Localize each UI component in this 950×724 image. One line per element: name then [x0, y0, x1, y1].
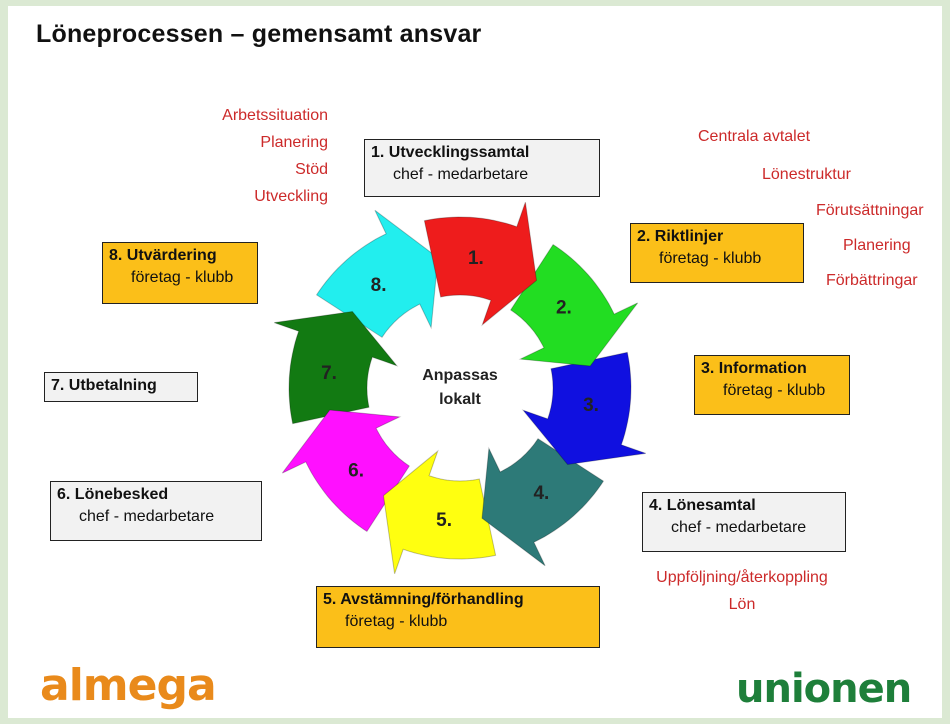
step-7-title: 7. Utbetalning — [51, 377, 157, 394]
step-8-title: 8. Utvärdering — [109, 247, 217, 264]
note-item: Utveckling — [254, 188, 328, 205]
step-box-5: 5. Avstämning/förhandling företag - klub… — [316, 586, 600, 648]
svg-text:unionen: unionen — [736, 666, 911, 712]
step-box-7: 7. Utbetalning — [44, 372, 198, 402]
note-item: Centrala avtalet — [698, 128, 811, 145]
cycle-arrow-8 — [315, 209, 439, 338]
slide: Löneprocessen – gemensamt ansvar 1. 2. 3. 4… — [8, 6, 942, 718]
step-5-title: 5. Avstämning/förhandling — [323, 591, 524, 608]
step-1-title: 1. Utvecklingssamtal — [371, 144, 530, 161]
step-6-title: 6. Lönebesked — [57, 486, 169, 503]
cycle-number-3: 3. — [583, 395, 599, 416]
step-4-sub: chef - medarbetare — [671, 519, 807, 536]
cycle-arrow-5 — [382, 449, 497, 574]
step-2-title: 2. Riktlinjer — [637, 228, 724, 245]
step-box-3: 3. Information företag - klubb — [694, 355, 850, 415]
cycle-arrow-3 — [521, 351, 646, 466]
page-title: Löneprocessen – gemensamt ansvar — [36, 20, 482, 48]
almega-logo: almega — [40, 660, 240, 718]
step-1-sub: chef - medarbetare — [393, 166, 529, 183]
cycle-number-2: 2. — [556, 298, 572, 319]
cycle-number-7: 7. — [321, 363, 337, 384]
step-box-2: 2. Riktlinjer företag - klubb — [630, 223, 804, 283]
step-box-8: 8. Utvärdering företag - klubb — [102, 242, 258, 304]
center-text: Anpassas — [422, 367, 498, 384]
step-3-sub: företag - klubb — [723, 382, 826, 399]
step-3-title: 3. Information — [701, 360, 807, 377]
step-6-sub: chef - medarbetare — [79, 508, 215, 525]
note-item: Lönestruktur — [762, 166, 851, 183]
note-item: Planering — [260, 134, 328, 151]
cycle-arrow-1 — [423, 202, 538, 327]
step-8-sub: företag - klubb — [131, 269, 234, 286]
note-item: Stöd — [295, 161, 328, 178]
center-text: lokalt — [439, 391, 481, 408]
note-item: Förbättringar — [826, 272, 918, 289]
svg-text:almega: almega — [40, 660, 216, 710]
cycle-arrow-6 — [281, 409, 410, 533]
step-box-4: 4. Lönesamtal chef - medarbetare — [642, 492, 846, 552]
note-item: Planering — [843, 237, 911, 254]
notes-bottom-right: Uppföljning/återkoppling Lön — [632, 564, 852, 618]
step-4-title: 4. Lönesamtal — [649, 497, 756, 514]
step-2-sub: företag - klubb — [659, 250, 762, 267]
note-item: Lön — [728, 596, 756, 613]
cycle-arrow-4 — [481, 438, 605, 567]
cycle-number-6: 6. — [348, 460, 364, 481]
note-item: Förutsättningar — [816, 202, 924, 219]
cycle-diagram: 1. 2. 3. 4. 5. 6. 7. 8. Anpassas lokalt — [274, 202, 646, 574]
cycle-arrow-2 — [510, 243, 639, 367]
notes-top-left: Arbetssituation Planering Stöd Utvecklin… — [158, 102, 328, 210]
note-item: Uppföljning/återkoppling — [656, 569, 828, 586]
cycle-number-1: 1. — [468, 248, 484, 269]
cycle-number-8: 8. — [371, 275, 387, 296]
cycle-number-5: 5. — [436, 510, 452, 531]
unionen-logo: unionen — [736, 662, 936, 718]
cycle-number-4: 4. — [533, 483, 549, 504]
note-item: Arbetssituation — [222, 107, 328, 124]
cycle-arrow-7 — [274, 310, 399, 425]
step-box-1: 1. Utvecklingssamtal chef - medarbetare — [364, 139, 600, 197]
step-box-6: 6. Lönebesked chef - medarbetare — [50, 481, 262, 541]
step-5-sub: företag - klubb — [345, 613, 448, 630]
